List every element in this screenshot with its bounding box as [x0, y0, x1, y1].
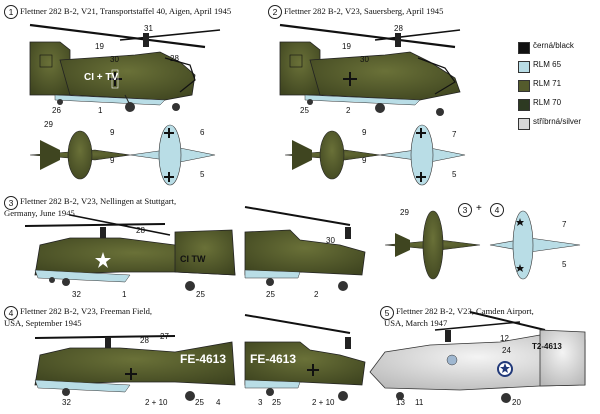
callout: 28: [140, 336, 149, 345]
callout: 1: [98, 106, 103, 115]
profile-4-code-rear: FE-4613: [250, 352, 297, 366]
callout: 4: [216, 398, 221, 407]
callout: 5: [200, 170, 205, 179]
callout: 11: [415, 398, 424, 407]
profile-34-top-view: [384, 210, 481, 280]
profile-5-code: T2-4613: [532, 342, 562, 351]
legend-row: černá/black: [518, 40, 598, 55]
profile-2-top-view: [284, 130, 381, 180]
legend-swatch-silver: [518, 118, 530, 130]
callout: 2: [346, 106, 351, 115]
callout: 28: [394, 24, 403, 33]
legend-label: stříbrná/silver: [533, 117, 582, 126]
legend-row: stříbrná/silver: [518, 116, 598, 131]
callout: 9: [362, 156, 367, 165]
legend-row: RLM 70: [518, 97, 598, 112]
callout: 25: [272, 398, 281, 407]
profile-4-code: FE-4613: [180, 352, 227, 366]
callout: 30: [110, 55, 119, 64]
callout: 24: [502, 346, 511, 355]
callout: 31: [144, 24, 153, 33]
profile-2-bottom-view: [379, 124, 466, 186]
profile-2-number: 2: [268, 5, 282, 19]
callout: 9: [362, 128, 367, 137]
callout: 32: [62, 398, 71, 407]
callout: 13: [396, 398, 405, 407]
callout: 25: [196, 290, 205, 299]
callout: 28: [136, 226, 145, 235]
profile-1-number: 1: [4, 5, 18, 19]
callout: 29: [400, 208, 409, 217]
callout: 28: [170, 54, 179, 63]
callout: 26: [52, 106, 61, 115]
callout: 32: [72, 290, 81, 299]
callout: 30: [360, 55, 369, 64]
legend-swatch-rlm65: [518, 61, 530, 73]
profile-1-bottom-view: [129, 124, 216, 186]
callout: 7: [452, 130, 457, 139]
legend-row: RLM 71: [518, 78, 598, 93]
legend-swatch-rlm70: [518, 99, 530, 111]
callout: 6: [200, 128, 205, 137]
callout: 2 + 10: [312, 398, 335, 407]
callout: 27: [160, 332, 169, 341]
profile-3-code: CI TW: [180, 254, 206, 264]
callout: 9: [110, 156, 115, 165]
profile-4-title: Flettner 282 B-2, V23, Freeman Field,: [20, 306, 153, 316]
callout: 2: [314, 290, 319, 299]
callout: 9: [110, 128, 115, 137]
profile-4-title-line2: USA, September 1945: [4, 318, 82, 328]
legend-row: RLM 65: [518, 59, 598, 74]
profile-5-title-line2: USA, March 1947: [384, 318, 448, 328]
callout: 29: [44, 120, 53, 129]
profile-34-bottom-view: [489, 210, 581, 280]
profile-3-helicopter: [24, 214, 236, 291]
profile-3-title: Flettner 282 B-2, V23, Nellingen at Stut…: [20, 196, 177, 206]
legend-swatch-black: [518, 42, 530, 54]
profile-5-number: 5: [380, 306, 394, 320]
profile-2-title: Flettner 282 B-2, V23, Sauersberg, April…: [284, 6, 444, 16]
profile-5-helicopter: [369, 311, 586, 403]
profile-1-helicopter: [29, 23, 221, 112]
legend-swatch-rlm71: [518, 80, 530, 92]
callout: 2 + 10: [145, 398, 168, 407]
callout: 5: [452, 170, 457, 179]
callout: 12: [500, 334, 509, 343]
callout: 5: [562, 260, 567, 269]
color-legend: černá/black RLM 65 RLM 71 RLM 70 stříbrn…: [518, 40, 598, 135]
profile-4-helicopter-rear: [244, 314, 366, 401]
legend-label: RLM 71: [533, 79, 562, 88]
callout: 20: [512, 398, 521, 407]
profile-3-helicopter-rear: [244, 206, 366, 291]
profile-1-top-view: [29, 130, 131, 180]
legend-label: černá/black: [533, 41, 574, 50]
legend-label: RLM 65: [533, 60, 562, 69]
profile-3-title-line2: Germany, June 1945: [4, 208, 75, 218]
legend-label: RLM 70: [533, 98, 562, 107]
callout: 25: [266, 290, 275, 299]
callout: 30: [326, 236, 335, 245]
combo-number-3: 3: [458, 203, 472, 217]
profile-2-helicopter: [279, 23, 461, 116]
callout: 25: [300, 106, 309, 115]
callout: 1: [122, 290, 127, 299]
profile-1-title: Flettner 282 B-2, V21, Transportstaffel …: [20, 6, 232, 16]
callout: 3: [258, 398, 263, 407]
callout: 19: [342, 42, 351, 51]
combo-plus: +: [476, 203, 482, 214]
callout: 19: [95, 42, 104, 51]
combo-number-4: 4: [490, 203, 504, 217]
callout: 7: [562, 220, 567, 229]
profile-4-helicopter: [34, 335, 236, 401]
profile-1-code: CI + TV: [84, 72, 119, 83]
callout: 25: [195, 398, 204, 407]
profile-5-title: Flettner 282 B-2, V23, Camden Airport,: [396, 306, 534, 316]
profile-3-number: 3: [4, 196, 18, 210]
profile-4-number: 4: [4, 306, 18, 320]
